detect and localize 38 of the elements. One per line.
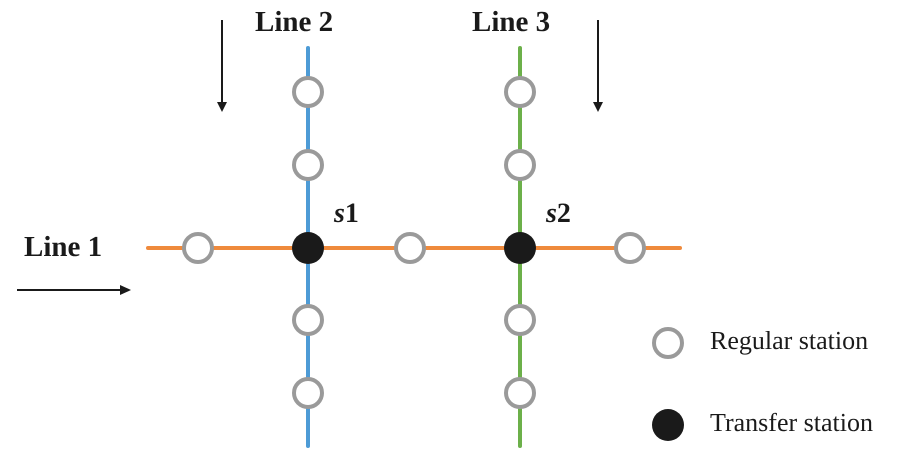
station [182,232,214,264]
station [292,304,324,336]
station [292,76,324,108]
station [292,149,324,181]
line-name: Line 3 [472,8,550,37]
transfer-station [292,232,324,264]
route-line [518,106,522,151]
route-line [518,334,522,379]
route-line [534,246,616,250]
line-name: Line 2 [255,8,334,37]
route-line [518,46,522,78]
route-line [212,246,294,250]
route-line [306,334,310,379]
route-line [424,246,506,250]
station [504,304,536,336]
route-line [306,106,310,151]
route-line [518,407,522,448]
legend-text: Regular station [710,328,868,354]
route-line [322,246,396,250]
station-label: s2 [546,200,571,228]
route-line [306,407,310,448]
route-line [518,179,522,234]
station [614,232,646,264]
station [504,76,536,108]
transfer-station [504,232,536,264]
station [504,377,536,409]
route-line [146,246,184,250]
station [394,232,426,264]
route-line [306,46,310,78]
route-line [306,179,310,234]
route-line [644,246,682,250]
route-line [306,262,310,306]
station-label: s1 [334,200,359,228]
line-name: Line 1 [24,233,102,262]
station [504,149,536,181]
route-line [518,262,522,306]
legend-text: Transfer station [710,410,873,436]
station [292,377,324,409]
